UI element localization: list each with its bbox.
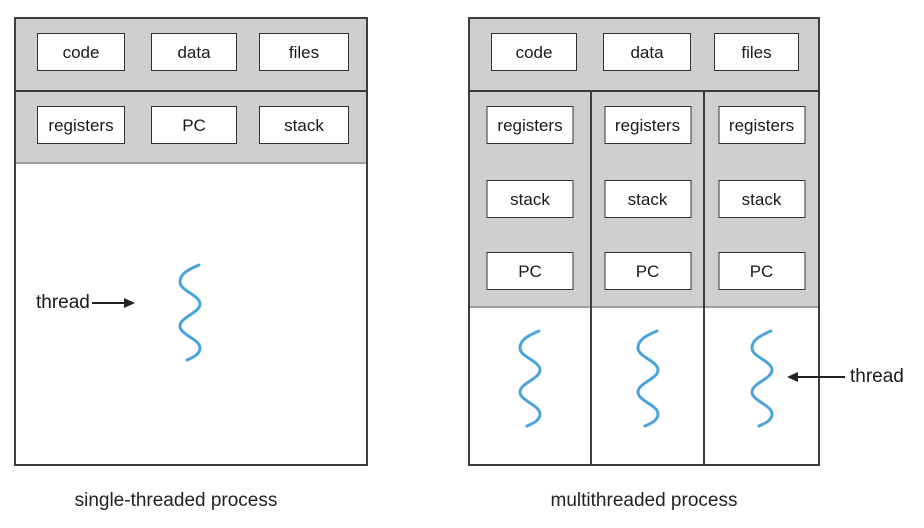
data-label: data [630,42,664,62]
files-box: files [259,33,349,71]
single-threaded-process-box: code data files registers PC stack [14,17,368,466]
code-label: code [62,42,100,62]
thread-squiggle-icon [635,329,660,428]
thread-squiggle-icon [178,263,202,362]
registers-box: registers [486,106,574,144]
thread-column-2: registers stack PC [592,92,705,464]
pc-label: PC [749,261,774,281]
arrow-line [798,376,845,378]
stack-label: stack [627,189,668,209]
stack-label: stack [510,189,550,209]
stack-label: stack [284,115,324,135]
registers-box: registers [604,106,691,144]
stack-box: stack [604,180,691,218]
thread-callout-left: thread [36,292,135,314]
data-label: data [177,42,211,62]
code-box: code [37,33,125,71]
data-box: data [603,33,691,71]
single-threaded-caption: single-threaded process [74,490,278,511]
thread-column-3: registers stack PC [705,92,818,464]
thread-label-left: thread [36,292,90,313]
registers-label: registers [48,115,114,135]
thread-squiggle-icon [749,329,774,428]
files-label: files [741,42,772,62]
data-box: data [151,33,237,71]
pc-label: PC [635,261,660,281]
code-label: code [515,42,553,62]
registers-box: registers [37,106,125,144]
pc-box: PC [486,252,574,290]
pc-label: PC [518,261,542,281]
process-resources-band: code data files [470,19,818,92]
stack-box: stack [259,106,349,144]
pc-box: PC [718,252,805,290]
arrow-right-icon [123,298,135,308]
arrow-line [91,302,124,304]
pc-box: PC [604,252,691,290]
thread-column-1: registers stack PC [470,92,592,464]
stack-box: stack [486,180,574,218]
pc-label: PC [182,115,206,135]
pc-box: PC [151,106,237,144]
thread-squiggle-icon [518,329,542,428]
multithreaded-caption: multithreaded process [550,490,738,511]
multithreaded-process-box: code data files registers stack PC [468,17,820,466]
code-box: code [491,33,577,71]
files-box: files [714,33,799,71]
thread-context-band: registers PC stack [16,92,366,164]
process-resources-band: code data files [16,19,366,92]
thread-label-right: thread [850,366,904,387]
registers-label: registers [614,115,681,135]
files-label: files [288,42,320,62]
arrow-left-icon [787,372,798,382]
thread-callout-right: thread [787,366,904,388]
registers-label: registers [728,115,795,135]
stack-box: stack [718,180,805,218]
stack-label: stack [741,189,782,209]
thread-columns: registers stack PC registers stack [470,92,818,464]
registers-label: registers [497,115,563,135]
registers-box: registers [718,106,805,144]
